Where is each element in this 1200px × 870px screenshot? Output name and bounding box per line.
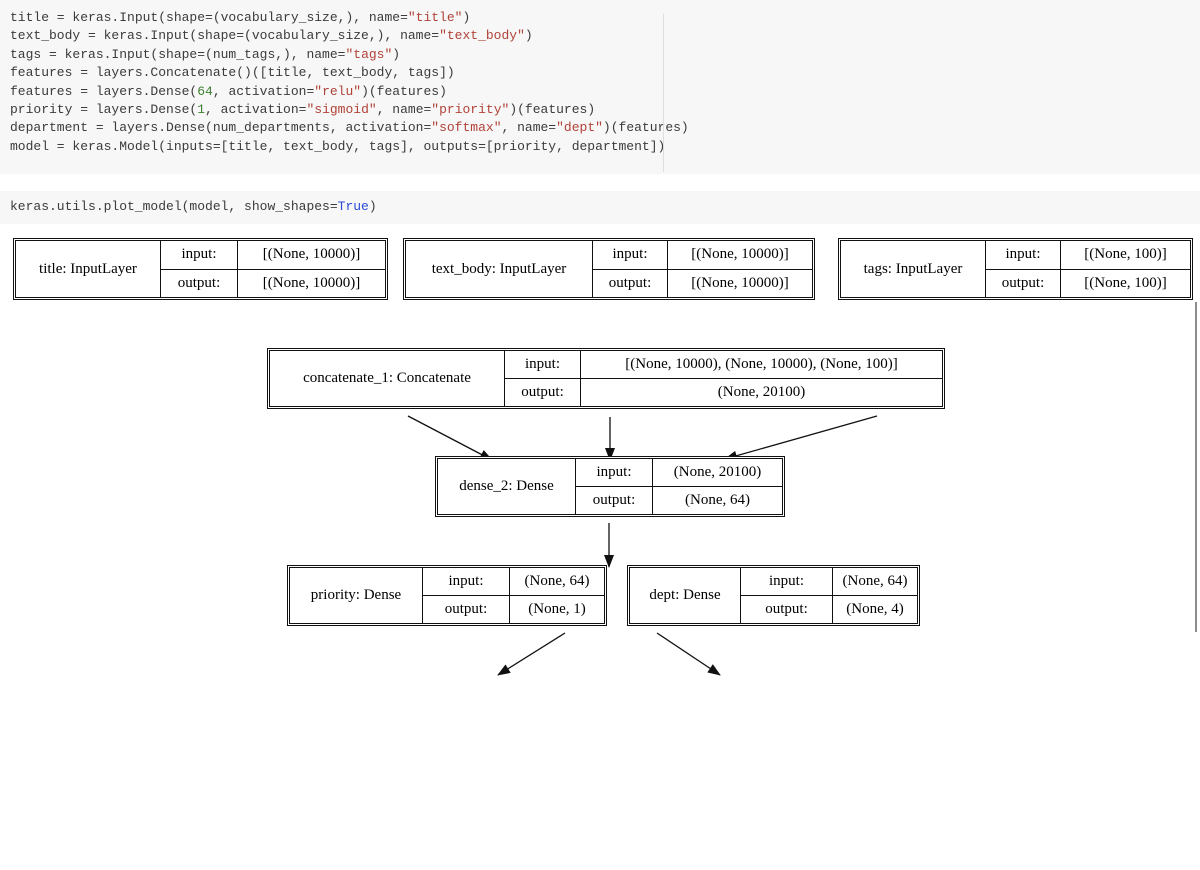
io-value-input: (None, 64)	[524, 573, 590, 589]
code-token: , name=	[376, 102, 432, 118]
node-label: priority: Dense	[290, 568, 423, 623]
code-token: model = keras.Model(inputs=[title, text_…	[10, 138, 666, 154]
code-line: tags = keras.Input(shape=(num_tags,), na…	[10, 46, 1200, 64]
io-value-output: (None, 20100)	[717, 384, 806, 400]
code-line: text_body = keras.Input(shape=(vocabular…	[10, 27, 1200, 45]
code-cell-plot-model: keras.utils.plot_model(model, show_shape…	[0, 191, 1200, 224]
code-token: )	[462, 10, 471, 25]
edge-dense2-to-dept	[656, 632, 721, 676]
code-line: priority = layers.Dense(1, activation="s…	[10, 101, 1200, 119]
io-value-input: [(None, 10000)]	[262, 246, 361, 263]
code-cell-model-definition: title = keras.Input(shape=(vocabulary_si…	[0, 0, 1200, 174]
code-line: features = layers.Concatenate()([title, …	[10, 64, 1200, 82]
code-token: )(features)	[509, 102, 596, 118]
code-block: title = keras.Input(shape=(vocabulary_si…	[0, 0, 1200, 156]
code-token: keras.utils.plot_model(model, show_shape…	[10, 199, 338, 215]
code-token: )(features)	[361, 83, 447, 99]
io-key-output: output:	[423, 596, 510, 623]
io-value-output: [(None, 100)]	[1084, 274, 1167, 291]
code-token: text_body = keras.Input(shape=(vocabular…	[10, 28, 440, 44]
io-value-output: (None, 1)	[528, 601, 586, 617]
io-key-output: output:	[576, 487, 653, 514]
code-string-token: "dept"	[556, 120, 603, 136]
node-label: title: InputLayer	[16, 241, 161, 297]
io-value-input: [(None, 10000), (None, 10000), (None, 10…	[625, 356, 898, 372]
code-string-token: "softmax"	[431, 120, 502, 136]
code-token: priority = layers.Dense(	[10, 102, 198, 118]
code-line: keras.utils.plot_model(model, show_shape…	[10, 198, 377, 216]
io-key-input: input:	[741, 568, 833, 595]
code-string-token: "text_body"	[439, 28, 525, 44]
code-token: , activation=	[212, 83, 315, 99]
code-string-token: "title"	[407, 10, 463, 25]
code-number-token: 1	[197, 102, 206, 118]
code-block: keras.utils.plot_model(model, show_shape…	[0, 198, 377, 216]
io-value-input: (None, 20100)	[673, 464, 762, 480]
io-key-input: input:	[423, 568, 510, 595]
code-line: model = keras.Model(inputs=[title, text_…	[10, 138, 1200, 156]
diagram-edges	[407, 415, 878, 676]
code-token: )(features)	[602, 120, 689, 136]
io-value-input: [(None, 100)]	[1084, 246, 1167, 263]
node-label: concatenate_1: Concatenate	[270, 351, 505, 406]
io-key-input: input:	[986, 241, 1061, 269]
code-token: , name=	[501, 120, 557, 136]
code-token: tags = keras.Input(shape=(num_tags,), na…	[10, 46, 346, 62]
io-key-output: output:	[161, 269, 238, 297]
io-key-output: output:	[741, 596, 833, 623]
code-token: )	[368, 199, 377, 215]
node-label: dept: Dense	[630, 568, 741, 623]
node-label: text_body: InputLayer	[406, 241, 593, 297]
code-line: title = keras.Input(shape=(vocabulary_si…	[10, 9, 1200, 27]
code-line: department = layers.Dense(num_department…	[10, 119, 1200, 137]
code-keyword-token: True	[337, 199, 369, 215]
io-value-output: [(None, 10000)]	[262, 274, 361, 291]
io-value-input: (None, 64)	[842, 573, 908, 589]
io-key-input: input:	[593, 241, 668, 269]
edge-tags-to-concatenate	[724, 415, 878, 461]
output-area-right-border	[1195, 302, 1197, 632]
code-token: )	[524, 28, 533, 44]
io-key-output: output:	[593, 269, 668, 297]
code-token: )	[392, 46, 401, 62]
io-key-input: input:	[161, 241, 238, 269]
code-token: title = keras.Input(shape=(vocabulary_si…	[10, 10, 408, 25]
node-label: dense_2: Dense	[438, 459, 576, 514]
io-value-output: (None, 4)	[846, 601, 904, 617]
edge-dense2-to-priority	[497, 632, 566, 676]
io-value-input: [(None, 10000)]	[691, 246, 789, 263]
code-token: , activation=	[205, 102, 307, 118]
io-value-output: [(None, 10000)]	[691, 274, 789, 291]
node-label: tags: InputLayer	[841, 241, 986, 297]
io-key-output: output:	[505, 379, 581, 406]
code-string-token: "sigmoid"	[306, 102, 377, 118]
code-number-token: 64	[197, 83, 213, 99]
io-key-input: input:	[505, 351, 581, 378]
edge-title-to-concatenate	[407, 415, 493, 461]
code-token: department = layers.Dense(num_department…	[10, 120, 432, 136]
code-ruler-line	[663, 14, 664, 172]
io-value-output: (None, 64)	[685, 492, 750, 508]
code-line: features = layers.Dense(64, activation="…	[10, 83, 1200, 101]
code-string-token: "tags"	[345, 46, 393, 62]
code-string-token: "relu"	[314, 83, 362, 99]
code-token: features = layers.Dense(	[10, 83, 198, 99]
code-string-token: "priority"	[431, 102, 510, 118]
io-key-output: output:	[986, 269, 1061, 297]
io-key-input: input:	[576, 459, 653, 486]
code-token: features = layers.Concatenate()([title, …	[10, 65, 455, 81]
